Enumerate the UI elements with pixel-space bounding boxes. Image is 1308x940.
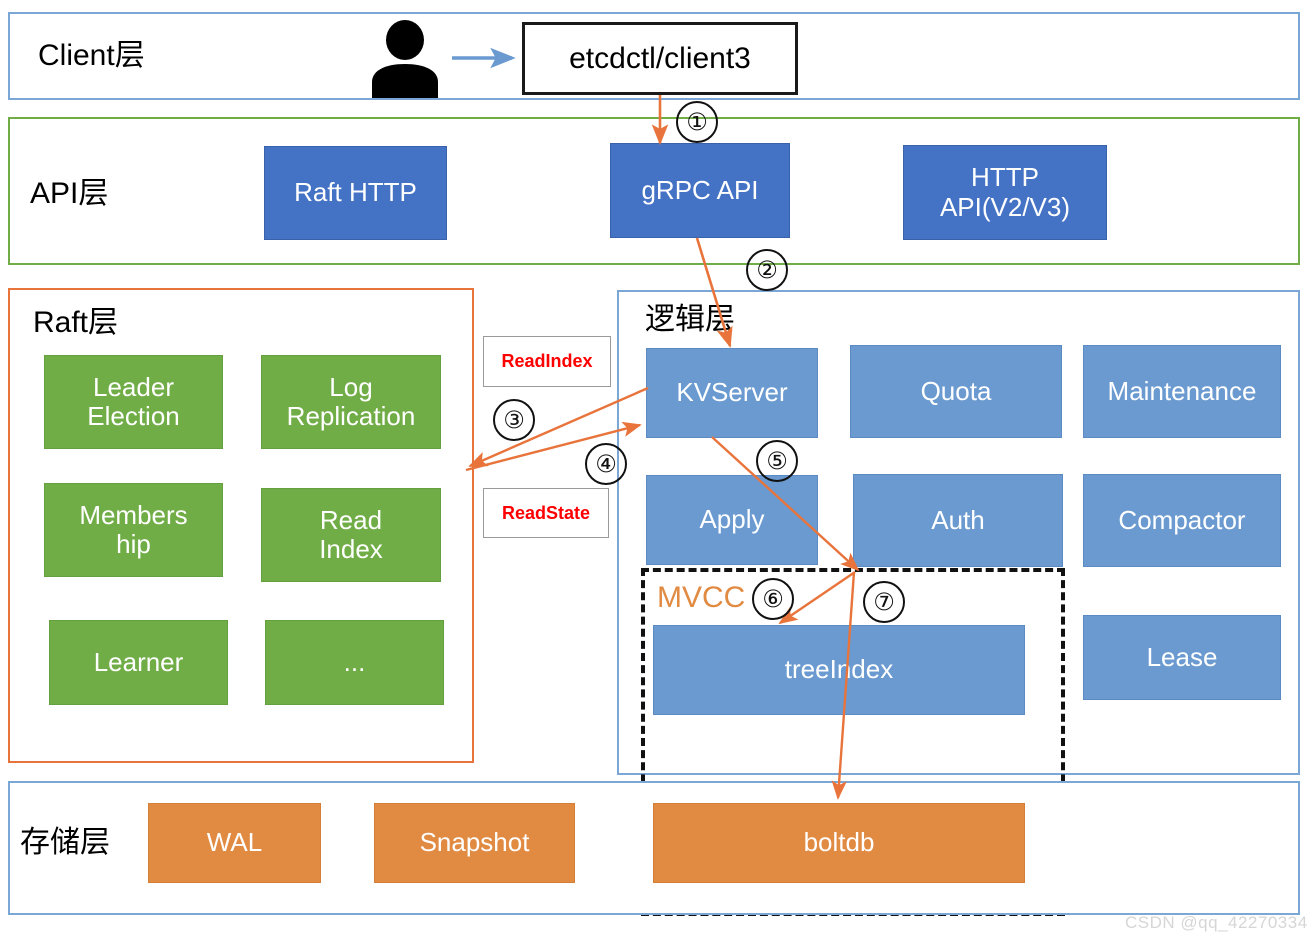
storage-box-boltdb[interactable]: boltdb [653,803,1025,883]
step-circle-4: ④ [585,443,627,485]
storage-box-wal[interactable]: WAL [148,803,321,883]
client-layer-title: Client层 [38,39,145,72]
api-box-raft-http[interactable]: Raft HTTP [264,146,447,240]
mvcc-label: MVCC [657,581,746,614]
logic-box-quota[interactable]: Quota [850,345,1062,438]
tag-readstate: ReadState [483,488,609,538]
api-box-http-api[interactable]: HTTP API(V2/V3) [903,145,1107,240]
logic-box-lease[interactable]: Lease [1083,615,1281,700]
logic-box-apply[interactable]: Apply [646,475,818,565]
raft-box-learner[interactable]: Learner [49,620,228,705]
person-icon [366,20,444,98]
raft-box-log-replication[interactable]: Log Replication [261,355,441,449]
step-circle-6: ⑥ [752,578,794,620]
logic-box-compactor[interactable]: Compactor [1083,474,1281,567]
tag-readindex: ReadIndex [483,336,611,387]
logic-layer-title: 逻辑层 [645,303,735,336]
api-layer-title: API层 [30,177,109,210]
api-box-grpc-api[interactable]: gRPC API [610,143,790,238]
etcdctl-client-box[interactable]: etcdctl/client3 [522,22,798,95]
raft-box-ellipsis[interactable]: ... [265,620,444,705]
logic-box-auth[interactable]: Auth [853,474,1063,567]
storage-layer-title: 存储层 [20,826,110,859]
storage-box-snapshot[interactable]: Snapshot [374,803,575,883]
step-circle-3: ③ [493,399,535,441]
step-circle-2: ② [746,249,788,291]
step-circle-1: ① [676,101,718,143]
logic-box-kvserver[interactable]: KVServer [646,348,818,438]
raft-box-read-index[interactable]: Read Index [261,488,441,582]
raft-box-leader-election[interactable]: Leader Election [44,355,223,449]
logic-box-maintenance[interactable]: Maintenance [1083,345,1281,438]
raft-box-membership[interactable]: Members hip [44,483,223,577]
step-circle-7: ⑦ [863,581,905,623]
watermark: CSDN @qq_42270334 [1125,913,1308,932]
step-circle-5: ⑤ [756,440,798,482]
raft-layer-title: Raft层 [33,306,119,339]
